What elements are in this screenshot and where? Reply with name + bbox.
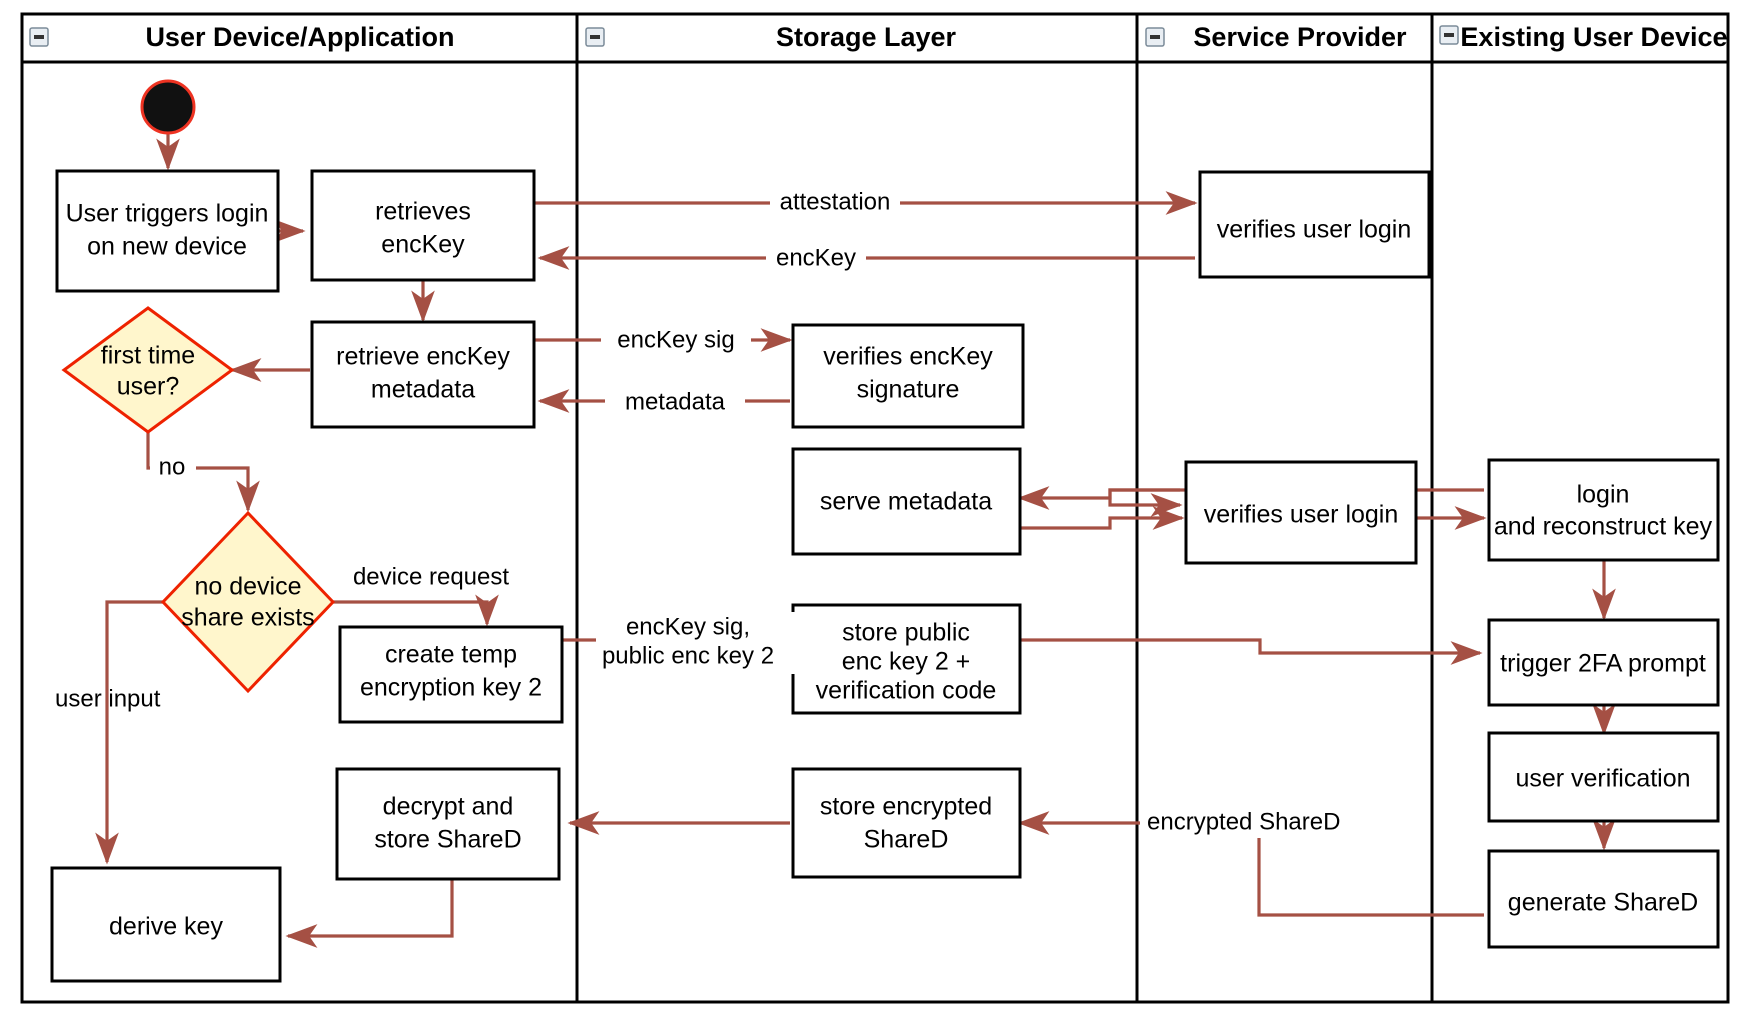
- node-label-line2: share exists: [181, 604, 314, 632]
- node-label-line1: login: [1577, 481, 1630, 509]
- node-trigger-2fa-prompt[interactable]: trigger 2FA prompt: [1487, 618, 1720, 707]
- node-label-line2: user?: [117, 373, 180, 401]
- edge-label-user-input: user input: [55, 685, 161, 712]
- node-label-line1: derive key: [109, 913, 223, 941]
- node-label-line1: create temp: [385, 641, 517, 669]
- edge-user-input: [95, 600, 163, 865]
- lane-title-existing-device: Existing User Device: [1460, 22, 1727, 52]
- node-label-line2: enc key 2 +: [842, 648, 971, 676]
- node-label-line1: store public: [842, 619, 970, 647]
- collapse-icon-lane-3[interactable]: [1145, 27, 1165, 47]
- node-label-line1: user verification: [1515, 765, 1690, 793]
- node-label-line2: metadata: [371, 376, 475, 404]
- node-label-line2: encKey: [381, 231, 465, 259]
- edge-no-branch: [146, 420, 260, 513]
- edge-label-enckey-sig-pubkey-line1: encKey sig,: [626, 613, 750, 640]
- node-label-line1: trigger 2FA prompt: [1500, 650, 1706, 678]
- lane-title-storage: Storage Layer: [776, 22, 957, 52]
- node-label-line1: first time: [101, 342, 195, 370]
- lane-header-service-provider[interactable]: Service Provider: [1145, 22, 1407, 52]
- edge-label-metadata: metadata: [625, 388, 726, 415]
- edge-label-attestation: attestation: [780, 188, 891, 215]
- edge-label-enckey-sig-pubkey-line2: public enc key 2: [602, 642, 774, 669]
- edge-labels: attestation encKey encKey sig metadata n…: [55, 188, 1340, 838]
- node-store-encrypted-shared[interactable]: store encrypted ShareD: [791, 767, 1022, 879]
- node-label-line1: retrieves: [375, 198, 471, 226]
- node-label-line2: ShareD: [864, 826, 949, 854]
- edge-label-encrypted-shared: encrypted ShareD: [1147, 808, 1340, 835]
- edge-label-device-request: device request: [353, 563, 509, 590]
- node-label-line1: decrypt and: [383, 793, 514, 821]
- edge-label-enckey-sig: encKey sig: [617, 326, 734, 353]
- node-user-triggers-login[interactable]: User triggers login on new device: [55, 169, 280, 293]
- node-label-line1: store encrypted: [820, 793, 992, 821]
- node-label-line2: store ShareD: [374, 826, 521, 854]
- node-generate-shared[interactable]: generate ShareD: [1487, 849, 1720, 949]
- node-label-line2: signature: [857, 376, 960, 404]
- edge-label-no: no: [159, 453, 186, 480]
- edge-device-request: [333, 594, 499, 627]
- node-decrypt-and-store-shared[interactable]: decrypt and store ShareD: [335, 767, 561, 881]
- node-label-line1: serve metadata: [820, 488, 992, 516]
- edge-decrypt-to-derive: [285, 878, 454, 948]
- node-label-line1: verifies user login: [1217, 216, 1412, 244]
- lane-header-storage[interactable]: Storage Layer: [585, 22, 957, 52]
- swimlane-frame: [20, 12, 1730, 1004]
- node-label-line1: no device: [194, 573, 301, 601]
- node-label-line1: verifies encKey: [823, 343, 993, 371]
- node-create-temp-encryption-key-2[interactable]: create temp encryption key 2: [338, 625, 564, 724]
- edge-verify-to-serve-metadata: [1017, 486, 1180, 510]
- node-verifies-enckey-signature[interactable]: verifies encKey signature: [791, 323, 1025, 429]
- initial-node-start[interactable]: [140, 79, 196, 135]
- lane-header-user-device[interactable]: User Device/Application: [29, 22, 455, 52]
- collapse-icon-lane-4[interactable]: [1439, 25, 1459, 45]
- lane-header-existing-device[interactable]: Existing User Device: [1439, 22, 1728, 52]
- node-label-line1: verifies user login: [1204, 501, 1399, 529]
- node-label-line1: retrieve encKey: [336, 343, 510, 371]
- decision-no-device-share-exists[interactable]: no device share exists: [160, 510, 336, 694]
- lane-title-user-device: User Device/Application: [145, 22, 454, 52]
- edge-encrypted-shared: [1017, 811, 1484, 917]
- node-store-public-enc-key-2[interactable]: store public enc key 2 + verification co…: [791, 603, 1022, 715]
- node-label-line2: encryption key 2: [360, 674, 542, 702]
- edge-store-pubkey-to-2fa: [1010, 638, 1483, 665]
- node-label-line3: verification code: [816, 677, 997, 705]
- node-label-line2: on new device: [87, 233, 247, 261]
- node-retrieve-enckey-metadata[interactable]: retrieve encKey metadata: [310, 320, 536, 429]
- collapse-icon-lane-1[interactable]: [29, 27, 49, 47]
- node-label-line1: generate ShareD: [1508, 889, 1698, 917]
- node-retrieves-enckey[interactable]: retrieves encKey: [310, 169, 536, 282]
- lane-title-service-provider: Service Provider: [1193, 22, 1407, 52]
- node-login-and-reconstruct-key[interactable]: login and reconstruct key: [1487, 458, 1720, 562]
- node-derive-key[interactable]: derive key: [50, 866, 282, 983]
- node-verifies-user-login-2[interactable]: verifies user login: [1184, 460, 1418, 565]
- edge-serve-metadata-to-verify: [1016, 506, 1185, 530]
- collapse-icon-lane-2[interactable]: [585, 27, 605, 47]
- node-label-line2: and reconstruct key: [1494, 513, 1713, 541]
- node-serve-metadata[interactable]: serve metadata: [791, 447, 1022, 556]
- node-user-verification[interactable]: user verification: [1487, 731, 1720, 823]
- node-verifies-user-login-1[interactable]: verifies user login: [1198, 170, 1431, 279]
- node-label-line1: User triggers login: [66, 200, 269, 228]
- edge-label-enckey: encKey: [776, 244, 856, 271]
- decision-first-time-user[interactable]: first time user?: [61, 306, 235, 434]
